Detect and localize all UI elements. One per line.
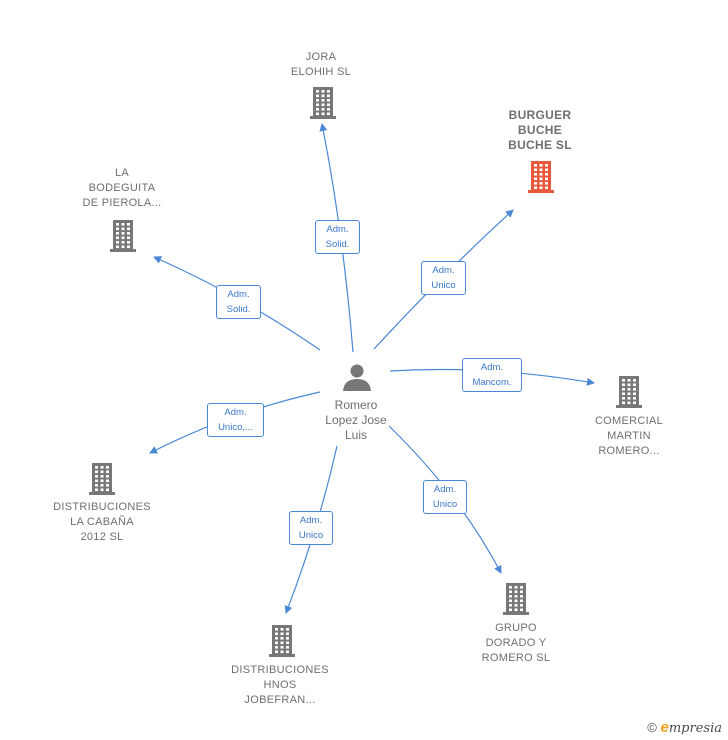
edge-label-burguer[interactable]: Adm. Unico bbox=[421, 261, 466, 295]
brand-logo-initial: e bbox=[660, 719, 669, 736]
edge-label-grupo[interactable]: Adm. Unico bbox=[423, 480, 467, 514]
edge-label-comercial[interactable]: Adm. Mancom. bbox=[462, 358, 522, 392]
edge-label-jora[interactable]: Adm. Solid. bbox=[315, 220, 360, 254]
building-icon-hnos[interactable] bbox=[269, 625, 295, 657]
edge-label-hnos[interactable]: Adm. Unico bbox=[289, 511, 333, 545]
company-label-comercial[interactable]: COMERCIAL MARTIN ROMERO... bbox=[594, 415, 664, 457]
building-icon-comercial[interactable] bbox=[616, 376, 642, 408]
building-icon-bodeguita[interactable] bbox=[110, 220, 136, 252]
edge-label-cabana[interactable]: Adm. Unico,... bbox=[207, 403, 264, 437]
company-label-jora[interactable]: JORA ELOHIH SL bbox=[290, 51, 352, 78]
building-icon-jora[interactable] bbox=[310, 87, 336, 119]
company-label-cabana[interactable]: DISTRIBUCIONES LA CABAÑA 2012 SL bbox=[53, 501, 151, 543]
center-person-label[interactable]: Romero Lopez Jose Luis bbox=[325, 398, 387, 442]
footer-brand: © empresia bbox=[647, 719, 722, 736]
person-icon[interactable] bbox=[343, 364, 371, 392]
building-icon-grupo[interactable] bbox=[503, 583, 529, 615]
edge-label-bodeguita[interactable]: Adm. Solid. bbox=[216, 285, 261, 319]
company-label-grupo[interactable]: GRUPO DORADO Y ROMERO SL bbox=[481, 622, 551, 664]
company-label-hnos[interactable]: DISTRIBUCIONES HNOS JOBEFRAN... bbox=[231, 664, 329, 706]
building-icon-cabana[interactable] bbox=[89, 463, 115, 495]
copyright-symbol: © bbox=[647, 720, 657, 735]
company-label-bodeguita[interactable]: LA BODEGUITA DE PIEROLA... bbox=[82, 167, 162, 209]
building-icon-burguer[interactable] bbox=[528, 161, 554, 193]
company-label-burguer[interactable]: BURGUER BUCHE BUCHE SL bbox=[508, 108, 572, 152]
brand-name: mpresia bbox=[668, 721, 722, 736]
